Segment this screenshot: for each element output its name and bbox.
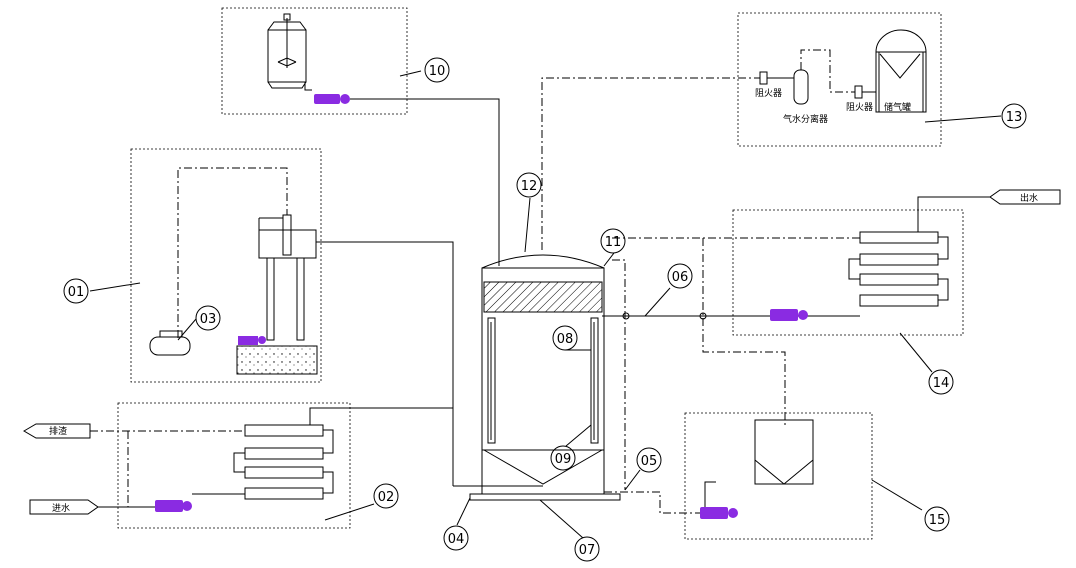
gas-water-separator-label: 气水分离器 [783,113,828,125]
flame-arrester-2 [854,85,863,99]
callout-07: 07 [574,536,600,562]
callout-05: 05 [636,447,662,473]
svg-text:13: 13 [1006,110,1023,125]
svg-text:09: 09 [555,452,572,467]
svg-text:14: 14 [933,376,950,391]
biogas-line [541,77,760,250]
blower-03 [149,330,191,356]
tank-outlet-line [304,82,312,91]
reactor-base [469,493,621,501]
dosing-feed-line [350,98,500,266]
svg-text:11: 11 [605,235,622,250]
flame-arrester-2-label: 阻火器 [846,102,873,113]
settling-tank [754,419,814,485]
gas-water-separator [793,49,855,105]
membrane-stack-14 [848,231,949,307]
membrane-left [487,317,496,444]
svg-text:07: 07 [579,543,596,558]
svg-text:05: 05 [641,454,658,469]
module-box-15 [684,412,873,540]
callout-09: 09 [550,445,576,471]
reactor-overflow-line [612,259,626,490]
svg-text:02: 02 [378,490,395,505]
gas-holder [875,29,927,113]
water-out-tag [989,189,1061,205]
svg-text:06: 06 [672,270,689,285]
callout-leaders [89,70,1002,539]
callout-12: 12 [516,172,542,198]
callout-03: 03 [195,305,221,331]
base-01 [236,345,318,375]
svg-text:03: 03 [200,312,217,327]
module-01-dashed-line [177,167,288,338]
callout-08: 08 [552,325,578,351]
water-in-label: 进水 [52,502,70,514]
svg-text:15: 15 [929,513,946,528]
pump-15 [700,507,738,519]
vessel-01 [258,214,454,486]
callout-06: 06 [667,263,693,289]
svg-text:01: 01 [68,285,85,300]
water-out-line [917,196,990,232]
sludge-line [702,238,786,425]
svg-text:12: 12 [521,179,538,194]
discharge-label: 排渣 [49,425,67,437]
callout-15: 15 [924,506,950,532]
water-in-tag [29,499,99,515]
bottom-drain-line [604,491,700,514]
module-box-14 [732,209,964,336]
callout-13: 13 [1001,103,1027,129]
flame-arrester-1 [759,71,768,85]
callout-04: 04 [443,525,469,551]
callout-14: 14 [928,369,954,395]
main-reactor [453,254,621,501]
membrane-stack-02 [233,407,453,500]
callout-11: 11 [600,228,626,254]
module-box-13 [737,12,942,147]
module-box-01 [130,148,322,383]
dosing-pump-10 [314,94,350,104]
svg-text:10: 10 [429,64,446,79]
pump-02 [155,500,192,512]
callout-10: 10 [424,57,450,83]
gas-holder-label: 储气罐 [884,101,911,113]
water-out-label: 出水 [1020,192,1038,204]
module-box-02 [117,402,351,529]
module-box-10 [221,7,408,115]
packing-layer [483,281,603,313]
pump-01 [238,336,266,345]
svg-text:08: 08 [557,332,574,347]
membrane-right [590,317,599,444]
callout-01: 01 [63,278,89,304]
pump-14 [770,309,808,321]
svg-text:04: 04 [448,532,465,547]
mixing-tank [267,13,307,89]
callout-02: 02 [373,483,399,509]
flame-arrester-1-label: 阻火器 [755,88,782,99]
